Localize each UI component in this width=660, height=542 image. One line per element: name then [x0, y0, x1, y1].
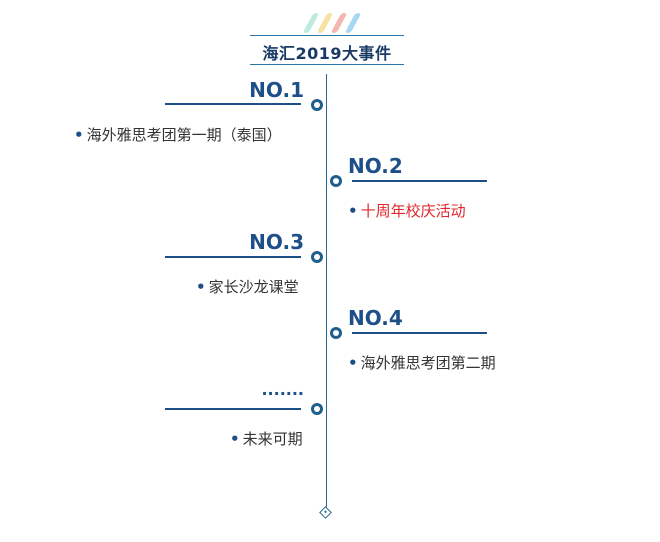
decorative-stripes	[302, 13, 362, 35]
page-title: 海汇2019大事件	[262, 44, 392, 63]
event-1-text: 海外雅思考团第一期（泰国）	[86, 126, 282, 144]
timeline-end-diamond-icon	[319, 506, 332, 519]
event-1-rule	[165, 103, 301, 105]
event-4-desc: •海外雅思考团第二期	[348, 352, 496, 373]
event-1-label: NO.1	[249, 78, 304, 102]
event-5-text: 未来可期	[242, 430, 303, 448]
event-5-desc: •未来可期	[230, 428, 303, 449]
event-5-node	[311, 403, 323, 415]
event-2-text: 十周年校庆活动	[360, 202, 466, 220]
event-1-desc: •海外雅思考团第一期（泰国）	[74, 124, 282, 145]
bullet-icon: •	[230, 430, 240, 448]
bullet-icon: •	[348, 202, 358, 220]
event-3-desc: •家长沙龙课堂	[196, 276, 299, 297]
event-3-rule	[165, 256, 301, 258]
bullet-icon: •	[74, 126, 84, 144]
event-1-node	[311, 99, 323, 111]
event-4-node	[330, 327, 342, 339]
title-box: 海汇2019大事件	[250, 35, 404, 65]
event-2-label: NO.2	[348, 154, 403, 178]
event-2-node	[330, 175, 342, 187]
event-4-text: 海外雅思考团第二期	[360, 354, 496, 372]
event-5-label: ·······	[261, 384, 304, 403]
event-5-rule	[165, 408, 301, 410]
timeline-axis	[326, 74, 327, 508]
event-3-node	[311, 251, 323, 263]
event-3-text: 家长沙龙课堂	[208, 278, 299, 296]
bullet-icon: •	[348, 354, 358, 372]
event-2-desc: •十周年校庆活动	[348, 200, 466, 221]
event-4-label: NO.4	[348, 306, 403, 330]
stripe-4	[344, 13, 362, 33]
event-4-rule	[352, 332, 487, 334]
event-2-rule	[352, 180, 487, 182]
bullet-icon: •	[196, 278, 206, 296]
event-3-label: NO.3	[249, 230, 304, 254]
